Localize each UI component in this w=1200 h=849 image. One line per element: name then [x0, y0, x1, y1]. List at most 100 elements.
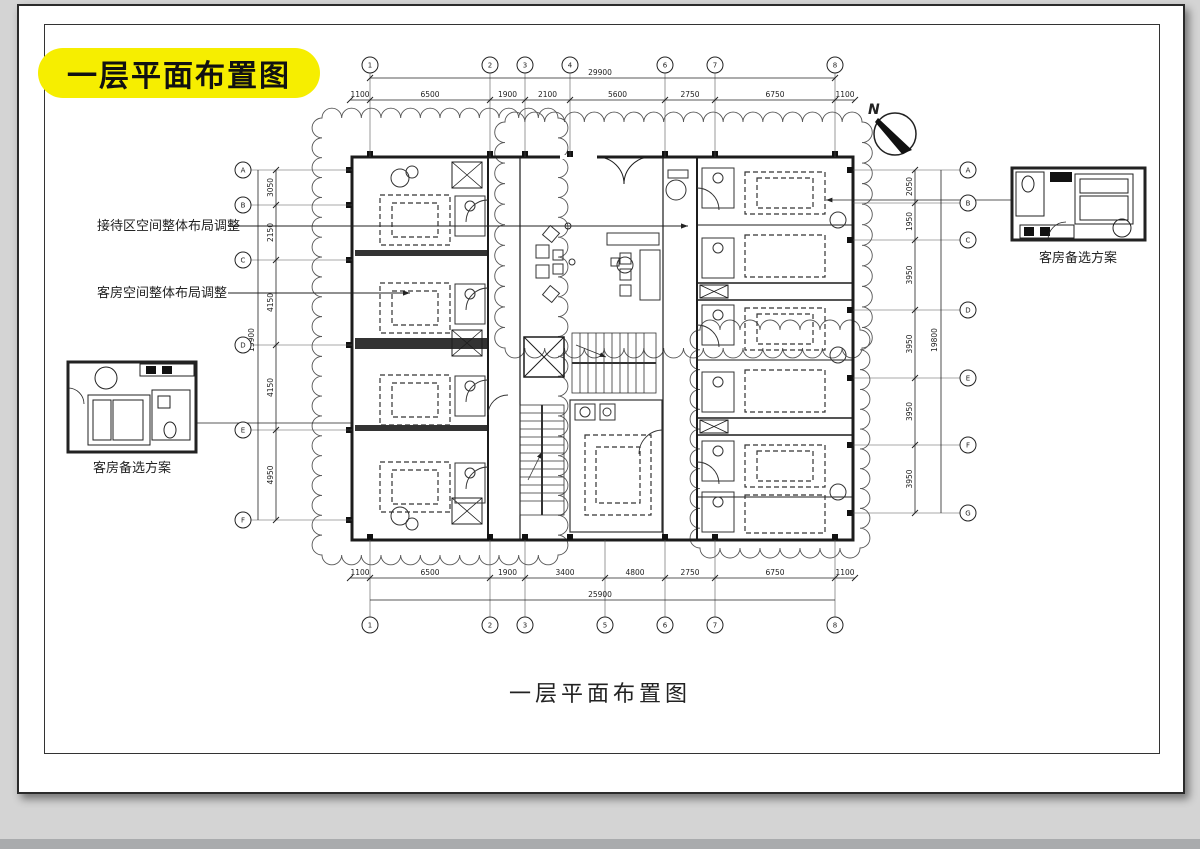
- column-marker: [487, 534, 493, 540]
- grid-bubble-label: E: [966, 375, 970, 383]
- grid-bubble-label: 1: [368, 622, 372, 630]
- dimension-value: 1100: [835, 90, 854, 99]
- grid-bubble: [959, 504, 977, 522]
- right-detail-plan: [826, 166, 1147, 242]
- grid-bubble-label: E: [241, 427, 245, 435]
- grid-bubble: [959, 301, 977, 319]
- grid-bubble: [516, 56, 534, 74]
- dimension-value: 1100: [350, 90, 369, 99]
- revision-cloud: [311, 107, 569, 566]
- grid-bubble: [656, 56, 674, 74]
- grid-bubble: [959, 194, 977, 212]
- grid-bubble: [959, 436, 977, 454]
- grid-and-dimensions: 1100 6500 1900 2100 5600 2750 6750 1100 29900 1 2 3…: [234, 56, 977, 634]
- dimension-value: 3400: [555, 568, 574, 577]
- dimension-value: 6500: [420, 568, 439, 577]
- dimension-value: 2050: [905, 177, 914, 196]
- grid-bubble: [656, 616, 674, 634]
- grid-bubble-label: 2: [488, 62, 492, 70]
- grid-bubble-label: A: [241, 167, 246, 175]
- dimension-value: 5600: [608, 90, 627, 99]
- column-marker: [832, 534, 838, 540]
- north-arrow-icon: N: [868, 102, 917, 156]
- grid-bubble-label: 6: [663, 62, 668, 70]
- column-marker: [847, 510, 853, 516]
- right-detail-label: 客房备选方案: [1039, 250, 1117, 266]
- grid-bubble-label: 4: [568, 62, 573, 70]
- building-walls: [350, 155, 855, 542]
- grid-bubble: [561, 56, 579, 74]
- dimension-value: 6500: [420, 90, 439, 99]
- title-highlight-badge: 一层平面布置图: [38, 48, 320, 98]
- grid-bubble: [361, 616, 379, 634]
- drawing-sheet: [17, 4, 1185, 794]
- column-marker: [847, 237, 853, 243]
- grid-bubble: [959, 231, 977, 249]
- grid-bubble: [234, 421, 252, 439]
- grid-bubble-label: 3: [523, 62, 527, 70]
- grid-bubble: [481, 56, 499, 74]
- grid-bubble-label: B: [966, 200, 971, 208]
- dimension-overall-top: 29900: [588, 68, 612, 77]
- right-wing-guest-rooms: [696, 167, 847, 534]
- grid-bubble: [234, 251, 252, 269]
- grid-bubble: [706, 616, 724, 634]
- grid-bubble-label: C: [241, 257, 246, 265]
- dimension-value: 6750: [765, 90, 784, 99]
- left-detail-plan: [66, 360, 352, 454]
- grid-bubble-label: 5: [603, 622, 607, 630]
- grid-bubble: [234, 161, 252, 179]
- grid-bubble: [361, 56, 379, 74]
- column-marker: [662, 534, 668, 540]
- column-marker: [847, 442, 853, 448]
- revision-cloud: [494, 111, 873, 359]
- drawing-border: [44, 24, 1160, 754]
- drawing-caption: 一层平面布置图: [508, 682, 691, 707]
- grid-bubble: [826, 56, 844, 74]
- grid-bubble-label: D: [240, 342, 245, 350]
- dimension-overall-left: 15900: [247, 328, 256, 352]
- dimension-value: 2100: [538, 90, 557, 99]
- grid-bubble-label: F: [966, 442, 970, 450]
- dimension-value: 4150: [266, 378, 275, 397]
- grid-bubble-label: G: [965, 510, 970, 518]
- grid-bubble-label: C: [966, 237, 971, 245]
- grid-bubble-label: 6: [663, 622, 668, 630]
- dimension-value: 1100: [835, 568, 854, 577]
- dimension-value: 2150: [266, 223, 275, 242]
- grid-bubble-label: 2: [488, 622, 492, 630]
- dimension-overall-bottom: 25900: [588, 590, 612, 599]
- dimension-value: 1900: [498, 568, 517, 577]
- grid-bubble: [516, 616, 534, 634]
- dimension-value: 3950: [905, 402, 914, 421]
- grid-bubble-label: D: [965, 307, 970, 315]
- grid-bubble-label: A: [966, 167, 971, 175]
- bottom-gray-strip: [0, 839, 1200, 849]
- column-marker: [712, 534, 718, 540]
- grid-bubble-label: F: [241, 517, 245, 525]
- revision-cloud-group: [311, 107, 873, 566]
- dimension-overall-right: 19800: [930, 328, 939, 352]
- guestroom-annotation: 客房空间整体布局调整: [97, 285, 227, 301]
- lobby-and-stairs: [487, 169, 689, 533]
- grid-bubble-label: 1: [368, 62, 372, 70]
- column-marker: [847, 307, 853, 313]
- grid-bubble-label: 3: [523, 622, 527, 630]
- grid-bubble-label: 8: [833, 62, 837, 70]
- column-marker: [847, 375, 853, 381]
- grid-bubble: [706, 56, 724, 74]
- column-marker: [567, 534, 573, 540]
- dimension-value: 2750: [680, 90, 699, 99]
- dimension-value: 1900: [498, 90, 517, 99]
- grid-bubble-label: 7: [713, 62, 717, 70]
- left-wing-guest-rooms: [379, 165, 489, 531]
- dimension-value: 4150: [266, 293, 275, 312]
- grid-bubble: [959, 161, 977, 179]
- column-marker: [522, 534, 528, 540]
- dimension-value: 1950: [905, 212, 914, 231]
- grid-bubble: [481, 616, 499, 634]
- dimension-value: 1100: [350, 568, 369, 577]
- dimension-value: 3950: [905, 469, 914, 488]
